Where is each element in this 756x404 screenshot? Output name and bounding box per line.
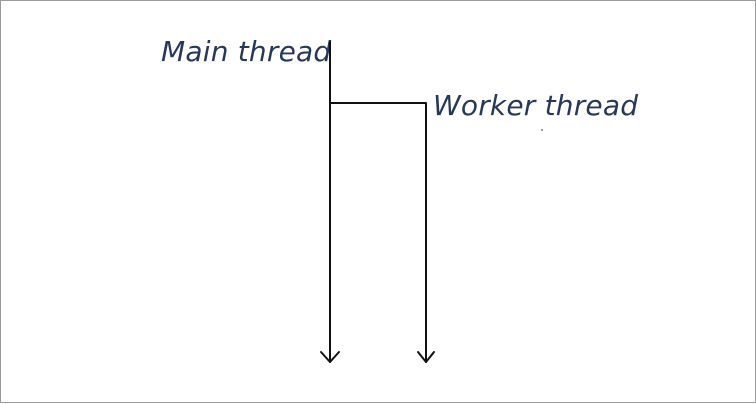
main-thread-label: Main thread [161, 35, 331, 68]
main-thread-arrowhead [320, 351, 340, 363]
ink-speck [541, 129, 543, 131]
worker-thread-arrowhead [417, 351, 435, 363]
worker-thread-label: Worker thread [433, 89, 638, 122]
worker-thread-line [329, 102, 427, 363]
